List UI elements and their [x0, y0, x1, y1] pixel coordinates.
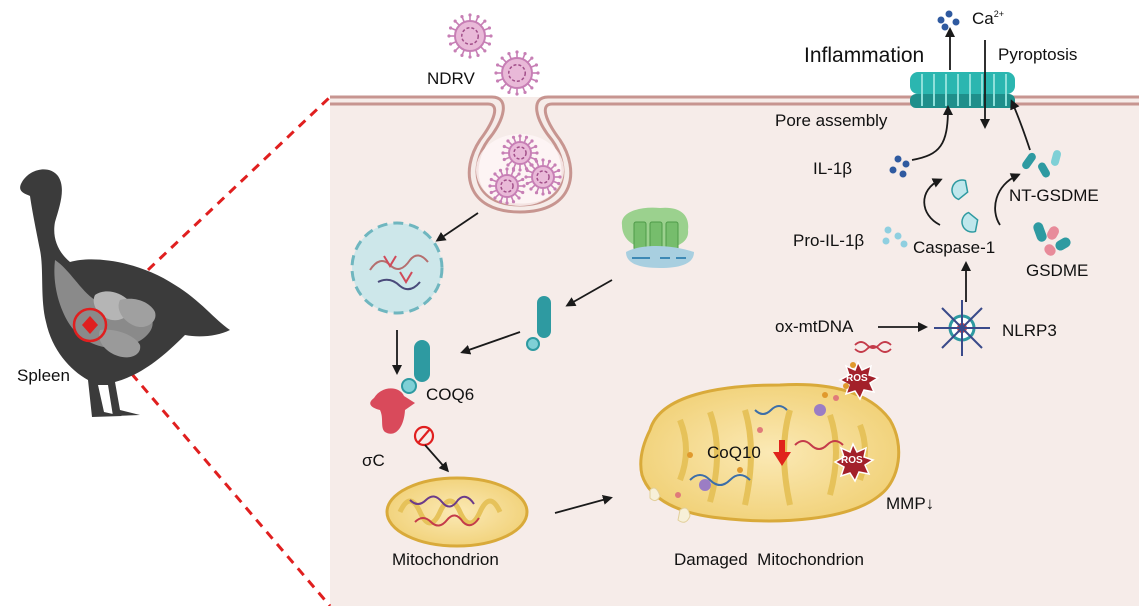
pore-assembly-label: Pore assembly — [775, 111, 888, 130]
calcium-base: Ca — [972, 9, 994, 28]
nt-gsdme-icon — [1022, 150, 1062, 178]
gsdme-icon — [1033, 222, 1071, 256]
ox-mtdna-helix — [854, 341, 892, 353]
calcium-charge: 2+ — [993, 9, 1004, 19]
ndrv-label: NDRV — [427, 69, 475, 88]
virus-particle — [447, 13, 493, 59]
coq10-decrease-arrow — [773, 440, 791, 466]
virus-particle — [488, 167, 526, 205]
normal-mitochondrion — [385, 476, 529, 548]
cell-cytoplasm — [330, 97, 1139, 606]
mito-debris-dots — [675, 362, 856, 498]
coq6-protein-free — [526, 296, 551, 351]
inhibition-symbol — [413, 425, 435, 447]
sigma-c-label: σC — [362, 451, 385, 470]
il-1b-label: IL-1β — [813, 159, 853, 178]
pyroptosis-label: Pyroptosis — [998, 45, 1078, 64]
pathway-arrows — [392, 27, 1031, 514]
gsdme-pore — [910, 72, 1015, 108]
caspase-1-icon — [951, 179, 979, 233]
il-1b-molecules — [889, 155, 910, 178]
caspase-1-label: Caspase-1 — [913, 238, 996, 257]
coq10-label: CoQ10 — [707, 443, 761, 462]
coq6-label: COQ6 — [426, 385, 475, 404]
virus-particle — [501, 134, 539, 172]
damaged-mitochondrion — [639, 383, 901, 523]
goose-illustration — [20, 169, 230, 417]
nlrp3-label: NLRP3 — [1002, 321, 1057, 340]
zoom-line-bottom — [88, 324, 332, 606]
mitochondrion-label: Mitochondrion — [392, 550, 499, 569]
damaged-mitochondrion-label: Damaged Mitochondrion — [674, 550, 864, 569]
ros-star-top — [838, 360, 880, 401]
ros-star-bottom — [833, 442, 875, 483]
sigma-c-protein — [370, 388, 415, 434]
spleen-highlight-circle — [72, 307, 108, 343]
infected-vesicle — [350, 221, 444, 315]
pro-il-1b-molecules — [882, 226, 908, 248]
pro-il-1b-label: Pro-IL-1β — [793, 231, 865, 250]
nt-gsdme-label: NT-GSDME — [1009, 186, 1099, 205]
virus-particle — [524, 158, 562, 196]
inflammation-label: Inflammation — [804, 44, 925, 67]
mmp-label: MMP↓ — [886, 494, 935, 513]
nlrp3-inflammasome — [934, 300, 990, 356]
ox-mtdna-label: ox-mtDNA — [775, 317, 854, 336]
virus-particle — [494, 50, 540, 96]
ribosome-icon — [621, 207, 694, 268]
ros-label-top: ROS — [846, 373, 868, 384]
calcium-label: Ca2+ — [972, 9, 1004, 28]
spleen-label: Spleen — [17, 366, 70, 385]
coq6-protein-bound — [401, 340, 430, 394]
spleen-organ-marker — [82, 316, 98, 334]
gsdme-label: GSDME — [1026, 261, 1089, 280]
ndrv-virus-group — [447, 13, 562, 205]
ca-ions — [937, 10, 960, 31]
ros-label-bottom: ROS — [841, 455, 863, 466]
